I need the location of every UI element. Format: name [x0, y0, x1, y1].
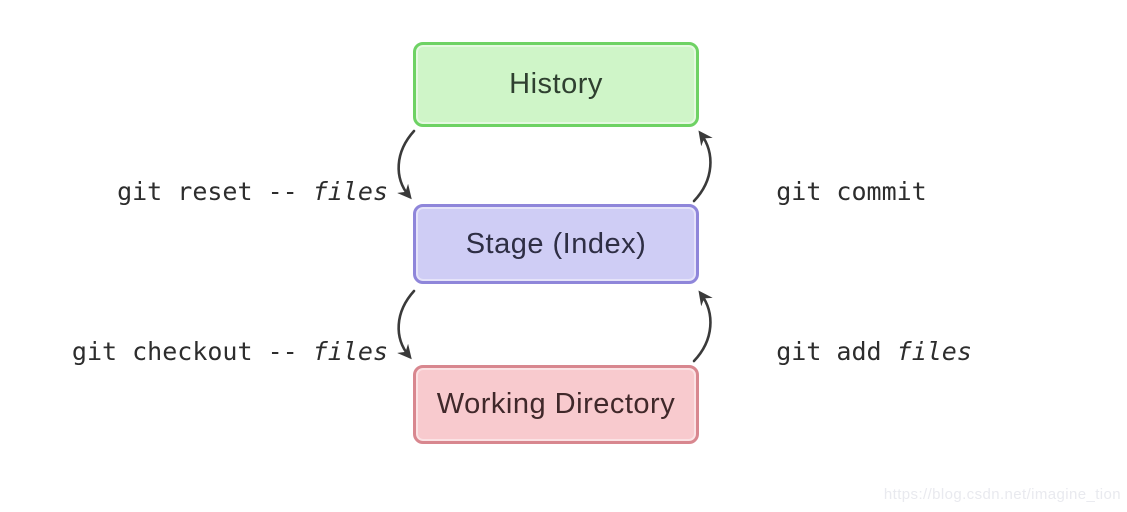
edge-label-git-commit: git commit [716, 147, 927, 237]
edge-label-git-add-text: git add [776, 337, 897, 366]
arrow-git-add-icon [692, 290, 713, 363]
edge-label-git-checkout-files: files [312, 337, 388, 366]
node-working-directory: Working Directory [413, 365, 699, 444]
node-history-label: History [509, 68, 603, 100]
arrow-git-checkout-icon [397, 289, 416, 360]
node-stage-label: Stage (Index) [465, 227, 647, 260]
edge-label-git-reset-files: files [312, 177, 388, 206]
node-working-directory-label: Working Directory [436, 388, 676, 420]
edge-label-git-commit-text: git commit [776, 177, 927, 206]
arrow-git-commit-icon [692, 130, 713, 203]
edge-label-git-add-files: files [896, 337, 972, 366]
arrow-git-reset-icon [397, 129, 416, 200]
edge-label-git-reset-text: git reset -- [117, 177, 313, 206]
edge-label-git-add: git add files [716, 307, 972, 397]
edge-label-git-checkout: git checkout -- files [0, 307, 388, 397]
node-stage: Stage (Index) [413, 204, 699, 284]
node-history: History [413, 42, 699, 127]
edge-label-git-checkout-text: git checkout -- [71, 337, 313, 366]
edge-label-git-reset: git reset -- files [0, 147, 388, 237]
watermark: https://blog.csdn.net/imagine_tion [883, 486, 1121, 503]
